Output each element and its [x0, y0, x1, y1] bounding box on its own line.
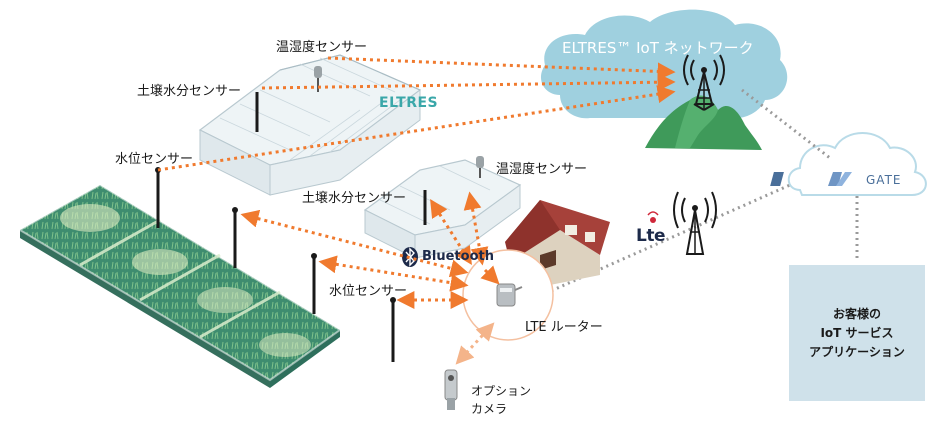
- greenhouse-top-sensors: [255, 66, 322, 132]
- greenhouse-mid-temp-humidity-label: 温湿度センサー: [496, 162, 588, 177]
- rice-field: [18, 183, 342, 388]
- eltres-cloud: [540, 9, 788, 119]
- lte-router-label: LTE ルーター: [525, 320, 603, 335]
- lte-router-icon: [496, 283, 523, 307]
- eltres-tower-icon: [683, 54, 725, 111]
- bluetooth-icon: [402, 247, 418, 267]
- eltres-label: ELTRES: [379, 95, 439, 111]
- gateway-logo-icon: [770, 172, 852, 186]
- greenhouse-top: [198, 54, 422, 196]
- greenhouse-top-temp-humidity-label: 温湿度センサー: [276, 40, 368, 55]
- lte-label: Lte: [636, 226, 666, 246]
- greenhouse-top-soil-moisture-label: 土壌水分センサー: [137, 84, 242, 99]
- app-box-line1: お客様の: [832, 306, 881, 321]
- camera-label-line1: オプション: [471, 384, 532, 398]
- greenhouse-mid-soil-moisture-label: 土壌水分センサー: [302, 191, 407, 206]
- lte-tower-icon: [673, 191, 717, 255]
- gateway-cloud: [787, 132, 927, 196]
- app-box-line3: アプリケーション: [809, 344, 905, 359]
- water-level-top-label: 水位センサー: [115, 152, 194, 167]
- bluetooth-label: Bluetooth: [422, 249, 494, 264]
- camera-label-line2: カメラ: [471, 402, 508, 416]
- backhaul-links: [534, 88, 859, 300]
- lte-logo-icon: [647, 211, 659, 223]
- app-box-line2: IoT サービス: [820, 325, 894, 340]
- camera-icon: [444, 369, 458, 410]
- bluetooth-links: [240, 191, 500, 309]
- eltres-links: [157, 56, 676, 172]
- camera-link: [455, 322, 495, 365]
- eltres-cloud-title: ELTRES™ IoT ネットワーク: [562, 39, 754, 57]
- water-level-mid-label: 水位センサー: [329, 284, 408, 299]
- gateway-label: GATE: [866, 173, 902, 187]
- customer-application-box: お客様の IoT サービス アプリケーション: [789, 265, 925, 401]
